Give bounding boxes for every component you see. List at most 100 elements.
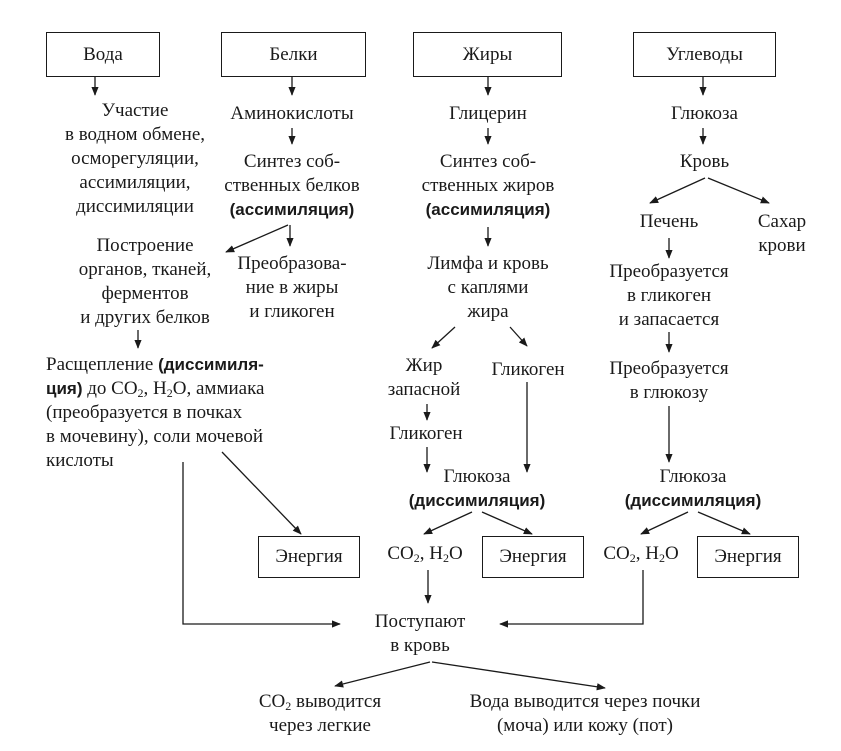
carbs-blood-sugar: Сахар крови (742, 210, 822, 258)
text-line: кислоты (46, 450, 114, 471)
text-line: Вода выводится через почки (469, 691, 701, 712)
header-carbs: Углеводы (633, 32, 776, 77)
text-line: ферментов (101, 283, 189, 304)
arrow-fats-dissim-energy (481, 511, 533, 535)
arrow-blood-co2 (334, 661, 431, 688)
text-line: Поступают (374, 611, 466, 632)
header-proteins-label: Белки (269, 43, 318, 65)
subscript: 2 (442, 551, 449, 565)
dissimilation-label: ция) (46, 379, 83, 398)
dissimilation-label: (диссимиляция) (408, 491, 546, 510)
carbs-to-glycogen: Преобразуется в гликоген и запасается (594, 260, 744, 332)
arrow-lymph-reserve (431, 326, 456, 349)
text-line: Преобразова- (237, 253, 347, 274)
text-line: в мочевину), соли мочевой (46, 426, 263, 447)
fats-glycerol: Глицерин (449, 103, 527, 124)
proteins-synthesis: Синтез соб- ственных белков (ассимиляция… (200, 150, 384, 222)
carbs-products: CO2, H2O (586, 542, 696, 566)
carbs-glucose-top: Глюкоза (671, 103, 738, 124)
enter-blood: Поступают в кровь (340, 610, 500, 658)
text-line: ассимиляции, (79, 172, 191, 193)
text-line: крови (758, 235, 806, 256)
text-line: в глюкозу (629, 382, 709, 403)
text-line: (преобразуется в почках (46, 402, 243, 423)
proteins-building: Построение органов, тканей, ферментов и … (55, 234, 235, 330)
text-span: O, аммиака (172, 378, 265, 399)
text-line: и других белков (80, 307, 210, 328)
fats-glucose-dissim: Глюкоза (диссимиляция) (392, 465, 562, 513)
arrow-carbs-dissim-energy (697, 511, 751, 535)
fats-glycogen-right: Гликоген (491, 359, 565, 380)
text-span: CO (387, 543, 414, 564)
text-line: ственных белков (224, 175, 360, 196)
fats-products: CO2, H2O (370, 542, 480, 566)
text-line: диссимиляции (76, 196, 194, 217)
arrow-breakdown-blood (182, 462, 341, 628)
text-line: Глюкоза (443, 466, 511, 487)
text-span: Расщепление (46, 354, 159, 375)
text-line: Жир (405, 355, 443, 376)
dissimilation-label: (диссимиля- (158, 355, 264, 374)
arrow-blood-sugar (707, 177, 770, 204)
water-participation: Участие в водном обмене, осморегуляции, … (40, 99, 230, 219)
assimilation-label: (ассимиляция) (425, 200, 551, 219)
text-line: и гликоген (249, 301, 335, 322)
arrow-breakdown-energy (221, 451, 302, 535)
subscript: 2 (137, 386, 144, 400)
co2-exhaled: CO2 выводится через легкие (240, 690, 400, 738)
header-water-label: Вода (83, 43, 123, 65)
fats-energy-box: Энергия (482, 536, 584, 578)
text-span: CO (603, 543, 630, 564)
dissimilation-label: (диссимиляция) (624, 491, 762, 510)
text-line: ственных жиров (421, 175, 555, 196)
text-line: Участие (101, 100, 169, 121)
text-line: запасной (387, 379, 461, 400)
header-proteins: Белки (221, 32, 366, 77)
text-span: O (448, 543, 463, 564)
subscript: 2 (166, 386, 173, 400)
text-line: жира (467, 301, 509, 322)
text-span: , H (143, 378, 167, 399)
fats-reserve-fat: Жир запасной (376, 354, 472, 402)
proteins-breakdown: Расщепление (диссимиля- ция) до CO2, H2O… (46, 353, 346, 473)
text-line: Сахар (757, 211, 807, 232)
arrow-blood-liver (649, 177, 706, 204)
subscript: 2 (285, 699, 292, 713)
text-span: до CO (82, 378, 138, 399)
text-line: ние в жиры (245, 277, 339, 298)
carbs-glucose-dissim: Глюкоза (диссимиляция) (608, 465, 778, 513)
fats-synthesis: Синтез соб- ственных жиров (ассимиляция) (400, 150, 576, 222)
arrow-carbs-dissim-products (640, 511, 689, 535)
subscript: 2 (658, 551, 665, 565)
carbs-liver: Печень (639, 211, 699, 232)
proteins-transform: Преобразова- ние в жиры и гликоген (228, 252, 356, 324)
carbs-to-glucose: Преобразуется в глюкозу (594, 357, 744, 405)
header-water: Вода (46, 32, 160, 77)
arrow-blood-water (431, 661, 606, 691)
text-line: органов, тканей, (78, 259, 212, 280)
text-line: в водном обмене, (64, 124, 206, 145)
proteins-energy-box: Энергия (258, 536, 360, 578)
subscript: 2 (413, 551, 420, 565)
energy-label: Энергия (714, 546, 782, 567)
assimilation-label: (ассимиляция) (229, 200, 355, 219)
energy-label: Энергия (499, 546, 567, 567)
text-line: Преобразуется (609, 261, 729, 282)
text-line: Лимфа и кровь (427, 253, 549, 274)
text-line: через легкие (269, 715, 371, 736)
fats-lymph: Лимфа и кровь с каплями жира (400, 252, 576, 324)
text-span: , H (635, 543, 659, 564)
proteins-amino-acids: Аминокислоты (230, 103, 354, 124)
text-line: Преобразуется (609, 358, 729, 379)
water-excreted: Вода выводится через почки (моча) или ко… (440, 690, 730, 738)
text-line: в гликоген (626, 285, 712, 306)
arrow-lymph-glycogen (509, 326, 528, 347)
header-fats: Жиры (413, 32, 562, 77)
text-span: , H (419, 543, 443, 564)
header-carbs-label: Углеводы (666, 43, 743, 65)
arrow-synthesis-building (225, 224, 289, 253)
text-line: Синтез соб- (243, 151, 341, 172)
arrow-fats-dissim-products (423, 511, 473, 535)
text-line: и запасается (618, 309, 720, 330)
